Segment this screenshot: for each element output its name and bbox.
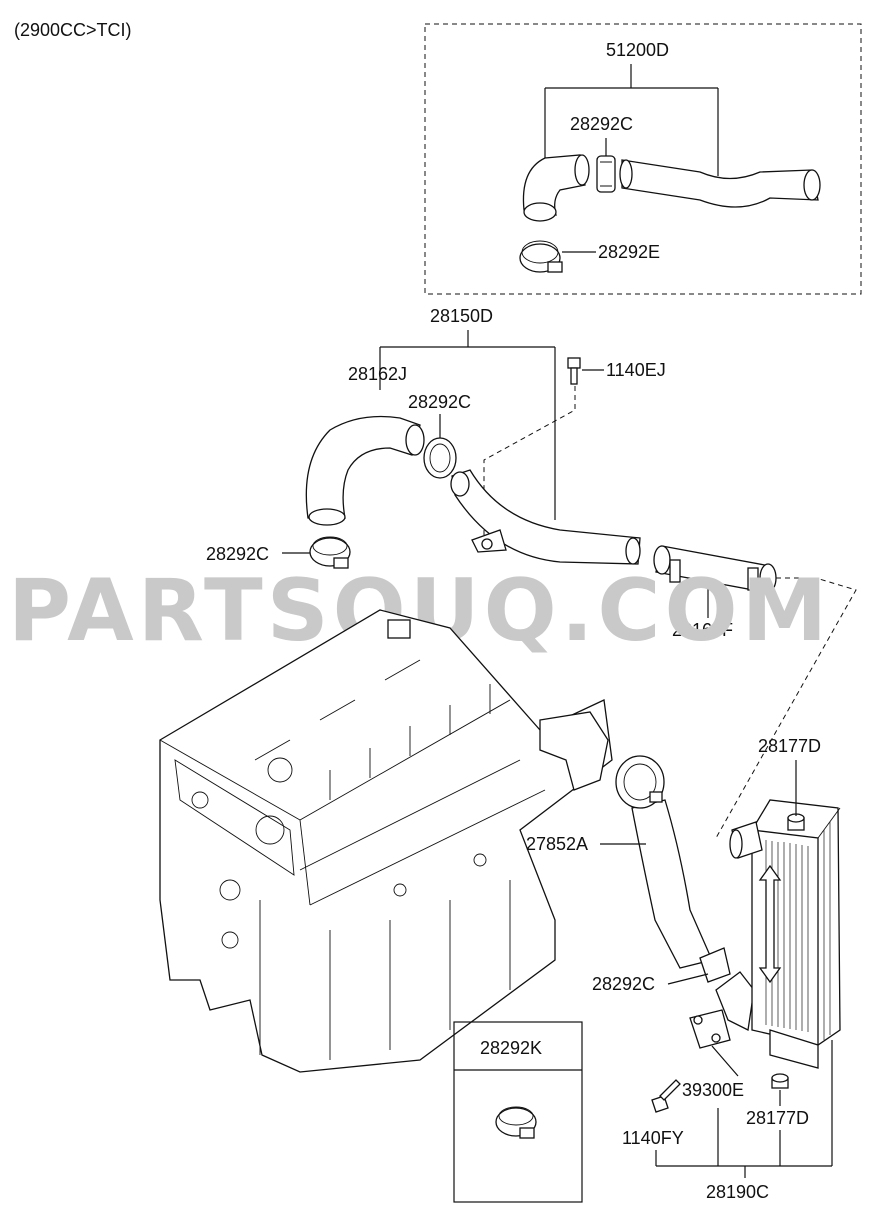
label-51200D[interactable]: 51200D [606,40,669,60]
label-28150D[interactable]: 28150D [430,306,493,326]
label-28292C-mid[interactable]: 28292C [408,392,471,412]
label-39300E[interactable]: 39300E [682,1080,744,1100]
hose-clamp-icon [699,947,731,983]
label-28177D-low[interactable]: 28177D [746,1108,809,1128]
hose-icon [450,469,641,565]
label-28162J[interactable]: 28162J [348,364,407,384]
label-28190C[interactable]: 28190C [706,1182,769,1202]
label-28292C-low[interactable]: 28292C [592,974,655,994]
engine-block-icon [159,609,613,1073]
label-1140EJ[interactable]: 1140EJ [606,360,666,380]
hose-clamp-icon [423,437,457,479]
leader-28150D [379,330,556,520]
hose-icon [522,154,821,222]
label-27852A[interactable]: 27852A [526,834,588,854]
label-1140FY[interactable]: 1140FY [622,1128,684,1148]
bolt-icon [567,357,581,385]
hose-clamp-icon [596,155,616,193]
hose-icon [615,755,713,969]
label-28163F[interactable]: 28163F [672,620,733,640]
nut-icon [787,813,805,831]
optional-group-box [424,23,862,295]
label-28292E[interactable]: 28292E [598,242,660,262]
inset-box-28292K [453,1021,583,1203]
hose-clamp-icon [495,1106,537,1139]
hose-clamp-icon [309,536,351,569]
hose-icon [305,415,425,526]
intercooler-icon [729,799,841,1069]
hose-clamp-icon [519,240,563,273]
leader-39300E [711,1045,739,1077]
hose-icon [715,971,755,1031]
nut-icon [771,1073,789,1089]
variant-label: (2900CC>TCI) [14,20,132,40]
hose-guide-line [715,577,857,839]
leader-28292C-low [667,973,709,985]
leader-51200D [544,64,719,176]
bolt-icon [651,1079,681,1113]
label-28292C-left[interactable]: 28292C [206,544,269,564]
label-28292C-top[interactable]: 28292C [570,114,633,134]
leader-28190C [655,1040,833,1178]
bolt-guide-line [483,386,576,540]
label-28292K[interactable]: 28292K [480,1038,542,1058]
sensor-icon [689,1009,731,1049]
hose-icon [653,545,777,593]
label-28177D-top[interactable]: 28177D [758,736,821,756]
